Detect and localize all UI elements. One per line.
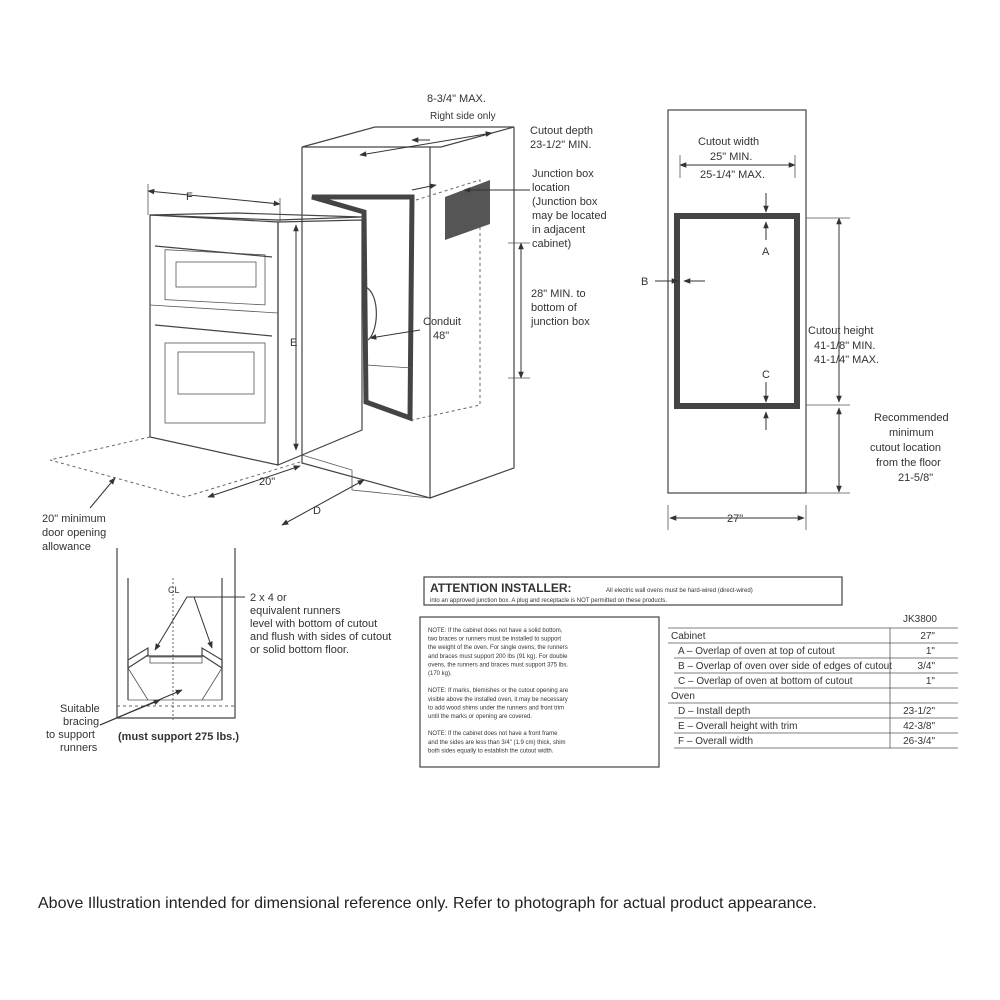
attention-box: ATTENTION INSTALLER: All electric wall o… <box>423 576 843 606</box>
note-line: visible above the installed oven, it may… <box>428 697 568 703</box>
bracing-4: runners <box>60 742 98 754</box>
note-line: both sides equally to establish the cuto… <box>428 748 554 754</box>
recommended-4: from the floor <box>876 457 941 469</box>
table-row-label: Oven <box>671 691 695 702</box>
label-a: A <box>762 246 770 258</box>
min28-label-1: 28" MIN. to <box>531 288 586 300</box>
centerline-label: CL <box>168 585 180 595</box>
table-row-label: B – Overlap of oven over side of edges o… <box>678 661 892 672</box>
recommended-3: cutout location <box>870 442 941 454</box>
conduit-label: Conduit <box>423 316 461 328</box>
support-label: (must support 275 lbs.) <box>118 731 239 743</box>
notes-box: NOTE: If the cabinet does not have a sol… <box>419 616 660 768</box>
bracing-2: bracing <box>63 716 99 728</box>
jbox-label-5: in adjacent <box>532 224 585 236</box>
spec-table: JK3800 Cabinet 27" A – Overlap of oven at … <box>668 614 958 749</box>
recommended-2: minimum <box>889 427 934 439</box>
note-line: to add wood shims under the runners and … <box>428 705 564 711</box>
dim-e-label: E <box>290 337 297 349</box>
table-row-value: 26-3/4" <box>903 736 935 747</box>
dim-f-label: F <box>186 191 193 203</box>
table-row-label: C – Overlap of oven at bottom of cutout <box>678 676 853 687</box>
runners-5: or solid bottom floor. <box>250 644 349 656</box>
dim-d-label: D <box>313 505 321 517</box>
max-right-label: 8-3/4" MAX. <box>427 93 486 105</box>
front-view: Cutout width 25" MIN. 25-1/4" MAX. A B C… <box>641 109 949 530</box>
min28-label-3: junction box <box>530 316 590 328</box>
table-row-label: D – Install depth <box>678 706 750 717</box>
table-row-value: 1" <box>926 676 936 687</box>
recommended-5: 21-5/8" <box>898 472 933 484</box>
door-allowance-1: 20" minimum <box>42 513 106 525</box>
runners-3: level with bottom of cutout <box>250 618 377 630</box>
note-line: and braces must support 200 lbs (91 kg).… <box>428 654 568 660</box>
bracing-1: Suitable <box>60 703 100 715</box>
cutout-width-min: 25" MIN. <box>710 151 752 163</box>
bracing-3: to support <box>46 729 95 741</box>
door-allowance-2: door opening <box>42 527 106 539</box>
min28-label-2: bottom of <box>531 302 578 314</box>
table-row-value: 42-3/8" <box>903 721 935 732</box>
runner-detail: CL 2 x 4 or equivalent runners level wit… <box>46 548 391 754</box>
note-line: NOTE: If marks, blemishes or the cutout … <box>428 688 569 694</box>
runners-2: equivalent runners <box>250 605 341 617</box>
dim-27-label: 27" <box>727 513 743 525</box>
junction-box <box>445 180 490 240</box>
jbox-label-2: location <box>532 182 570 194</box>
door-allowance-3: allowance <box>42 541 91 553</box>
table-row-label: A – Overlap of oven at top of cutout <box>678 646 835 657</box>
cutout-height-min: 41-1/8" MIN. <box>814 340 875 352</box>
note-line: and the sides are less than 3/4" (1.9 cm… <box>428 740 566 746</box>
attention-text-1: All electric wall ovens must be hard-wir… <box>606 588 753 594</box>
jbox-label-3: (Junction box <box>532 196 598 208</box>
note-line: the weight of the oven. For single ovens… <box>428 645 568 651</box>
jbox-label-1: Junction box <box>532 168 594 180</box>
attention-text-2: into an approved junction box. A plug an… <box>430 598 667 604</box>
cutout-height-label: Cutout height <box>808 325 873 337</box>
table-row-label: Cabinet <box>671 631 706 642</box>
dim-20-label: 20" <box>259 476 275 488</box>
table-row-value: 3/4" <box>918 661 936 672</box>
note-line: NOTE: If the cabinet does not have a fro… <box>428 731 558 737</box>
table-row-value: 27" <box>920 631 935 642</box>
table-row-value: 23-1/2" <box>903 706 935 717</box>
table-row-value: 1" <box>926 646 936 657</box>
attention-title: ATTENTION INSTALLER: <box>430 581 572 595</box>
note-line: ovens, the runners and braces must suppo… <box>428 662 568 668</box>
cutout-depth-value: 23-1/2" MIN. <box>530 139 591 151</box>
note-line: until the marks or opening are covered. <box>428 714 532 720</box>
runners-1: 2 x 4 or <box>250 592 287 604</box>
cutout-height-max: 41-1/4" MAX. <box>814 354 879 366</box>
cabinet-box <box>301 126 515 499</box>
runners-4: and flush with sides of cutout <box>250 631 391 643</box>
recommended-1: Recommended <box>874 412 949 424</box>
label-b: B <box>641 276 648 288</box>
right-side-only-label: Right side only <box>430 111 496 122</box>
model-number: JK3800 <box>903 614 937 625</box>
isometric-view: 8-3/4" MAX. Right side only Cutout depth… <box>42 93 607 553</box>
note-line: NOTE: If the cabinet does not have a sol… <box>428 628 563 634</box>
jbox-label-6: cabinet) <box>532 238 571 250</box>
cutout-width-max: 25-1/4" MAX. <box>700 169 765 181</box>
note-line: two braces or runners must be installed … <box>428 637 561 643</box>
jbox-label-4: may be located <box>532 210 607 222</box>
table-row-label: E – Overall height with trim <box>678 721 798 732</box>
cutout-depth-label: Cutout depth <box>530 125 593 137</box>
conduit-length: 48" <box>433 330 449 342</box>
label-c: C <box>762 369 770 381</box>
footer-disclaimer: Above Illustration intended for dimensio… <box>38 895 817 912</box>
cutout-width-label: Cutout width <box>698 136 759 148</box>
note-line: (170 kg). <box>428 671 452 677</box>
oven-body <box>149 212 363 466</box>
table-row-label: F – Overall width <box>678 736 753 747</box>
